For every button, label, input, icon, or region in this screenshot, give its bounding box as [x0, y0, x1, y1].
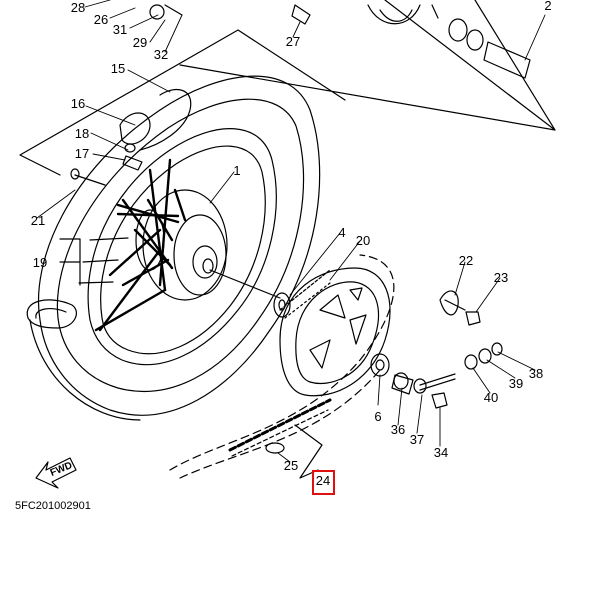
part-label-28: 28 [70, 0, 86, 15]
document-code: 5FC201002901 [15, 500, 91, 512]
sprocket [280, 268, 390, 396]
part-label-2: 2 [544, 0, 552, 13]
part-label-1: 1 [233, 163, 241, 178]
part-label-32: 32 [153, 47, 169, 62]
part-label-4: 4 [338, 225, 346, 240]
part-label-26: 26 [93, 12, 109, 27]
part-label-6: 6 [374, 409, 382, 424]
part-label-24: 24 [315, 473, 331, 488]
fwd-arrow [36, 458, 76, 488]
part-label-16: 16 [70, 96, 86, 111]
tire-outer [39, 76, 320, 415]
part-label-29: 29 [132, 35, 148, 50]
part-label-40: 40 [483, 390, 499, 405]
part-label-37: 37 [409, 432, 425, 447]
part-label-25: 25 [283, 458, 299, 473]
chain-joint [266, 443, 284, 453]
drive-chain [230, 400, 330, 450]
part-label-36: 36 [390, 422, 406, 437]
part-label-27: 27 [285, 34, 301, 49]
highlight-box-part-24 [312, 470, 335, 495]
part-label-22: 22 [458, 253, 474, 268]
rim [88, 129, 276, 365]
part-label-17: 17 [74, 146, 90, 161]
part-label-19: 19 [32, 255, 48, 270]
axle-collar [484, 42, 530, 78]
bearing-6 [371, 354, 389, 376]
spokes [96, 160, 185, 330]
inner-tube [140, 90, 191, 150]
part-label-38: 38 [528, 366, 544, 381]
bearing [274, 293, 290, 317]
assembly-outline [20, 0, 555, 175]
part-label-39: 39 [508, 376, 524, 391]
part-label-34: 34 [433, 445, 449, 460]
part-label-31: 31 [112, 22, 128, 37]
chain-puller [440, 291, 458, 315]
part-label-18: 18 [74, 126, 90, 141]
brake-shoe [368, 5, 420, 24]
part-label-15: 15 [110, 61, 126, 76]
part-label-20: 20 [355, 233, 371, 248]
part-label-23: 23 [493, 270, 509, 285]
part-label-21: 21 [30, 213, 46, 228]
